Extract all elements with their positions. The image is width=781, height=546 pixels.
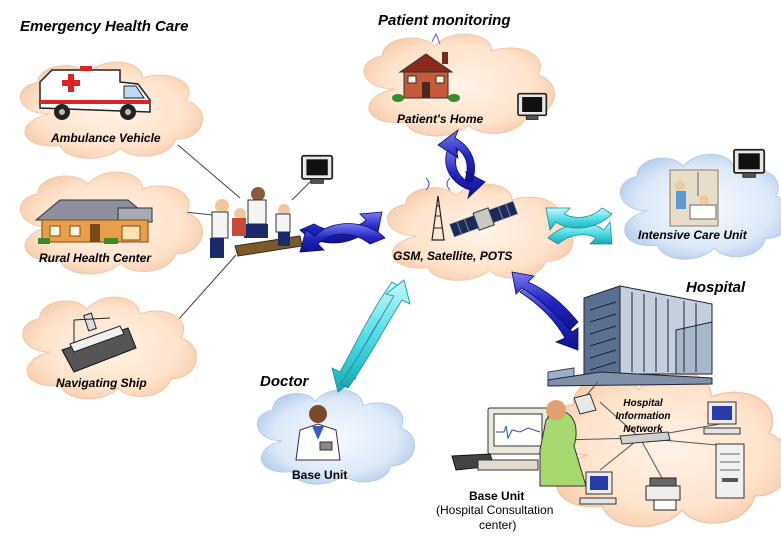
label-intensive-care-unit: Intensive Care Unit [638,228,747,242]
label-his-1: Hospital [623,398,663,409]
ambulance-icon [39,66,151,120]
label-patients-home: Patient's Home [397,112,484,126]
label-network: GSM, Satellite, POTS [393,249,513,263]
rural-center-icon [34,199,154,244]
arrow-network-icu [545,207,613,245]
satellite-icon [448,200,519,238]
label-hospital-base-unit: Base Unit [469,489,525,503]
building-windows [589,292,697,372]
computer-icon-2 [579,471,617,505]
label-his-2: Information [615,411,671,422]
ambulance-monitor-icon [301,154,334,185]
icu-monitor-icon [733,148,766,179]
icu-scene-icon [669,169,719,227]
doctor-icon [295,405,341,461]
antenna-icon [425,177,451,241]
label-hospital-consultation: (Hospital Consultation [436,503,554,517]
arrow-network-doctor [331,279,411,393]
heading-hospital: Hospital [686,279,746,296]
arrow-home-network [437,128,486,200]
label-center: center) [479,518,517,532]
arrow-network-hospital [511,271,579,351]
workstation-icon [451,400,587,487]
heading-patient-monitoring: Patient monitoring [378,12,511,29]
label-ambulance-vehicle: Ambulance Vehicle [51,131,161,145]
label-his-3: Network [623,424,663,435]
label-navigating-ship: Navigating Ship [56,376,147,390]
label-doctor-base-unit: Base Unit [292,468,348,482]
ship-icon [61,312,137,373]
house-icon [392,32,460,102]
heading-doctor: Doctor [260,373,309,390]
hub-icon [619,431,671,445]
arrow-paramedics-network [299,211,386,253]
home-monitor-icon [517,92,548,121]
hospital-building-icon [547,285,713,387]
modem-icon [573,393,597,415]
label-rural-health-center: Rural Health Center [39,251,152,265]
paramedics-icon [210,187,303,258]
printer-icon [645,477,681,511]
heading-emergency-health-care: Emergency Health Care [20,18,189,35]
cloud-network [387,183,574,281]
computer-icon [703,401,741,435]
server-icon [715,443,745,499]
